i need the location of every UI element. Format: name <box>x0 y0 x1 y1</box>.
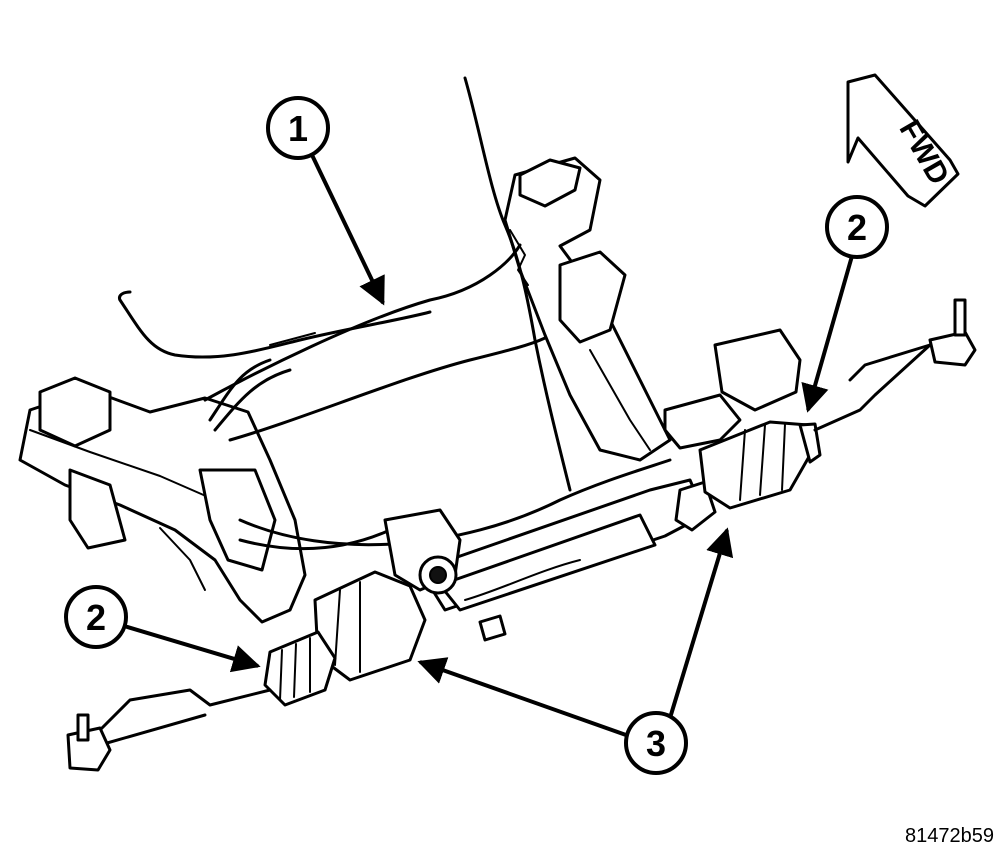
callout-2-right-label: 2 <box>847 207 867 248</box>
rack-housing-left <box>263 570 427 707</box>
callout-2-left: 2 <box>64 585 261 673</box>
callout-3: 3 <box>417 527 734 775</box>
callout-2-right: 2 <box>801 195 889 413</box>
steering-rack <box>383 478 717 642</box>
crossbar-upper <box>203 243 672 547</box>
callout-3-label: 3 <box>646 723 666 764</box>
brake-line <box>463 76 572 492</box>
callout-2-left-label: 2 <box>86 597 106 638</box>
rack-housing-right <box>698 420 822 510</box>
forward-direction-arrow: FWD <box>846 73 960 208</box>
callout-1-label: 1 <box>288 108 308 149</box>
power-steering-hoses <box>118 290 432 551</box>
tie-rod-left <box>66 688 272 772</box>
mount-bracket-right <box>663 328 802 450</box>
side-rail <box>503 156 672 462</box>
figure-id: 81472b59 <box>905 825 994 847</box>
front-crossmember <box>18 376 307 624</box>
callout-1: 1 <box>266 96 385 306</box>
tie-rod-right <box>813 298 977 432</box>
